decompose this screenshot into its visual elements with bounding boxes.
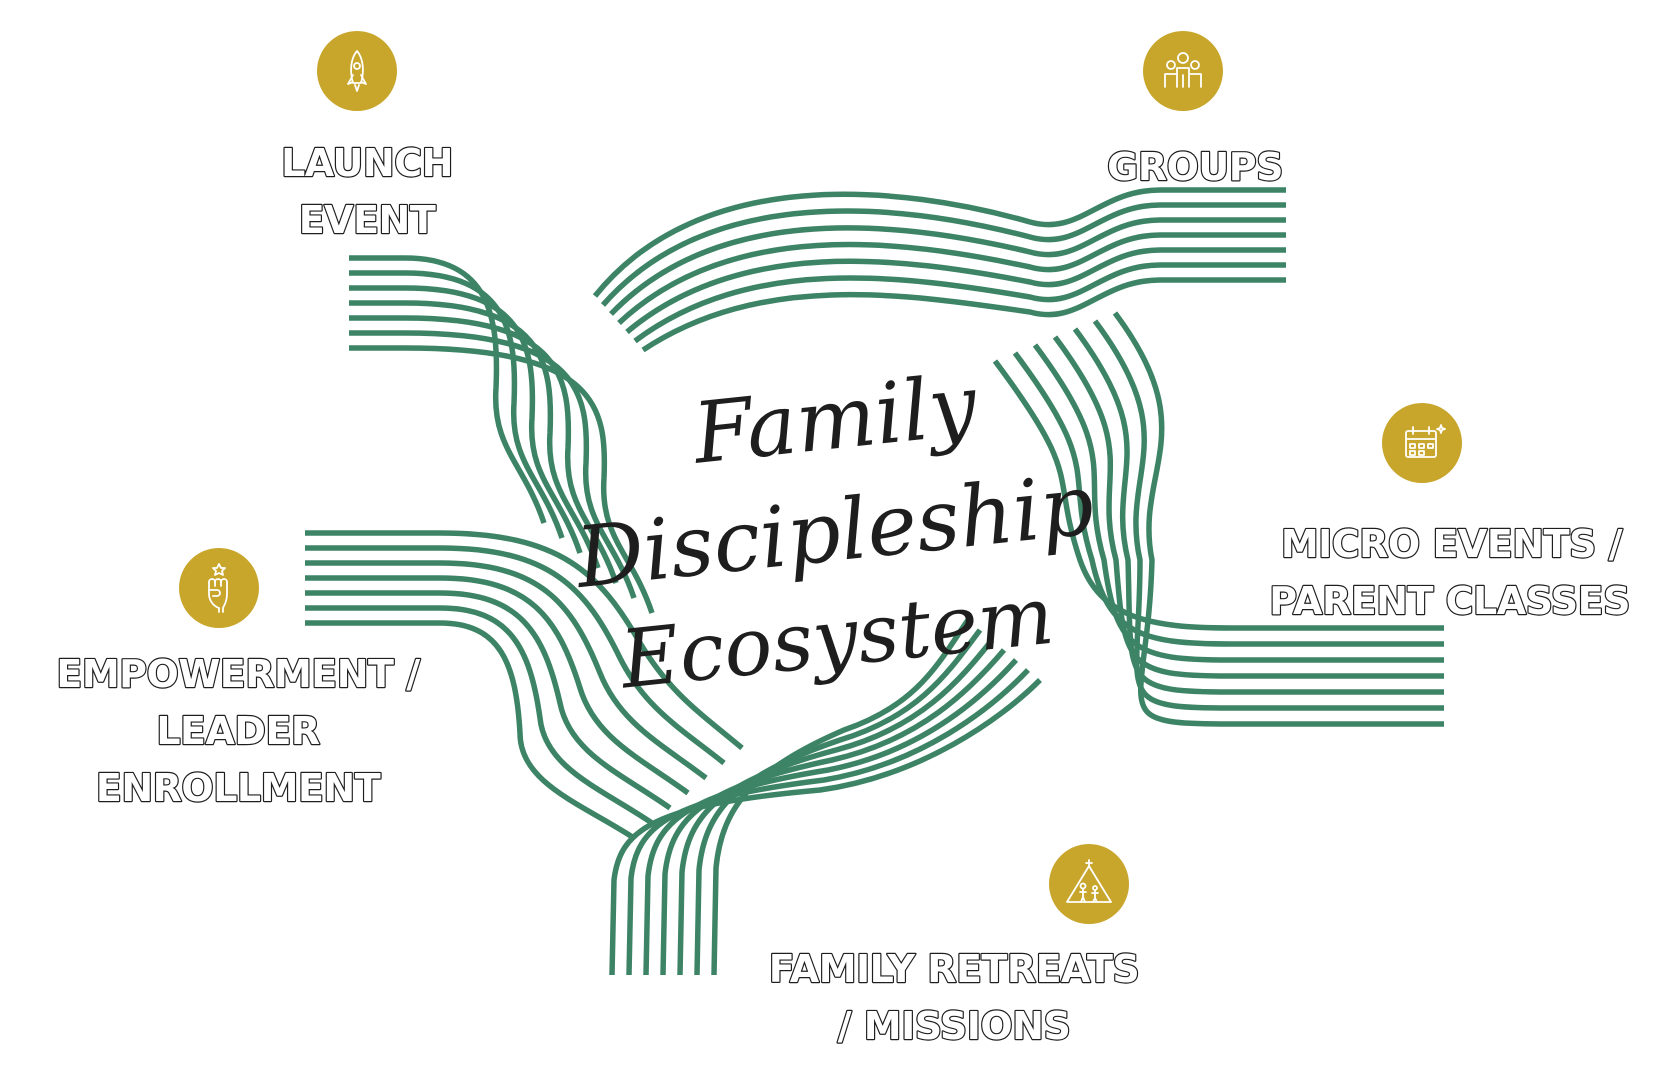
label-launch-event: LAUNCH EVENT — [280, 140, 455, 243]
stripe-band-micro-events — [992, 311, 1444, 727]
empowerment-stripe — [305, 560, 708, 781]
label-groups: GROUPS — [1106, 144, 1285, 190]
launch-event-stripe — [349, 270, 565, 539]
calendar-icon — [1405, 424, 1446, 458]
family-retreats-stripe — [643, 658, 1019, 976]
label-family-retreats: FAMILY RETREATS / MISSIONS — [767, 946, 1141, 1049]
label-family-retreats-line1: FAMILY RETREATS — [769, 947, 1140, 991]
badge-empowerment — [179, 548, 259, 628]
family-retreats-stripe — [626, 668, 1030, 976]
label-empowerment-line1: EMPOWERMENT / — [56, 652, 420, 696]
badge-circle — [179, 548, 259, 628]
launch-event-stripe — [349, 255, 547, 524]
groups-stripe — [592, 187, 1286, 298]
stripe-band-empowerment — [305, 530, 744, 841]
label-micro-events: MICRO EVENTS / PARENT CLASSES — [1268, 521, 1632, 624]
family-retreats-stripe — [711, 618, 971, 976]
groups-stripe — [625, 247, 1286, 335]
groups-stripe — [633, 262, 1286, 344]
micro-events-stripe — [1092, 319, 1444, 711]
micro-events-stripe — [1032, 343, 1444, 663]
rocket-icon — [347, 50, 367, 92]
label-empowerment-line3: ENROLLMENT — [96, 766, 381, 810]
people-icon — [1164, 52, 1202, 88]
center-title: Family Discipleship Ecosystem — [570, 355, 1099, 706]
label-micro-events-line2: PARENT CLASSES — [1269, 579, 1630, 623]
badge-circle — [317, 31, 397, 111]
family-retreats-stripe — [677, 638, 995, 976]
title-line-family: Family — [687, 355, 983, 482]
badge-circle — [1382, 403, 1462, 483]
family-retreats-stripe — [660, 648, 1007, 976]
empowerment-stripe — [305, 605, 654, 826]
family-retreats-stripe — [694, 628, 983, 976]
empowerment-stripe — [305, 620, 636, 841]
micro-events-stripe — [992, 359, 1444, 631]
launch-event-stripe — [349, 300, 601, 569]
family-retreats-stripe — [609, 678, 1042, 976]
launch-event-stripe — [349, 315, 619, 584]
raised-fist-icon — [208, 563, 228, 613]
label-micro-events-line1: MICRO EVENTS / — [1281, 522, 1623, 566]
groups-stripe — [617, 232, 1286, 326]
micro-events-stripe — [1012, 351, 1444, 647]
tent-family-icon — [1066, 859, 1112, 903]
empowerment-stripe — [305, 545, 726, 766]
badge-circle — [1143, 31, 1223, 111]
label-launch-event-line1: LAUNCH — [281, 141, 453, 185]
badge-family-retreats — [1049, 844, 1129, 924]
empowerment-stripe — [305, 575, 690, 796]
badge-groups — [1143, 31, 1223, 111]
launch-event-stripe — [349, 285, 583, 554]
label-launch-event-line2: EVENT — [299, 198, 436, 242]
badge-launch-event — [317, 31, 397, 111]
label-family-retreats-line2: / MISSIONS — [838, 1004, 1071, 1048]
empowerment-stripe — [305, 590, 672, 811]
badge-micro-events — [1382, 403, 1462, 483]
micro-events-stripe — [1072, 327, 1444, 695]
micro-events-stripe — [1052, 335, 1444, 679]
label-groups-line1: GROUPS — [1107, 145, 1283, 189]
groups-stripe — [609, 217, 1286, 316]
stripe-band-launch-event — [349, 255, 655, 614]
micro-events-stripe — [1112, 311, 1444, 727]
launch-event-stripe — [349, 330, 637, 599]
stripe-band-groups — [592, 187, 1286, 353]
groups-stripe — [641, 277, 1286, 353]
launch-event-stripe — [349, 345, 655, 614]
label-empowerment-line2: LEADER — [156, 709, 320, 753]
empowerment-stripe — [305, 530, 744, 751]
label-empowerment: EMPOWERMENT / LEADER ENROLLMENT — [55, 651, 422, 811]
groups-stripe — [600, 202, 1286, 307]
badge-circle — [1049, 844, 1129, 924]
stripe-band-family-retreats — [609, 618, 1042, 976]
